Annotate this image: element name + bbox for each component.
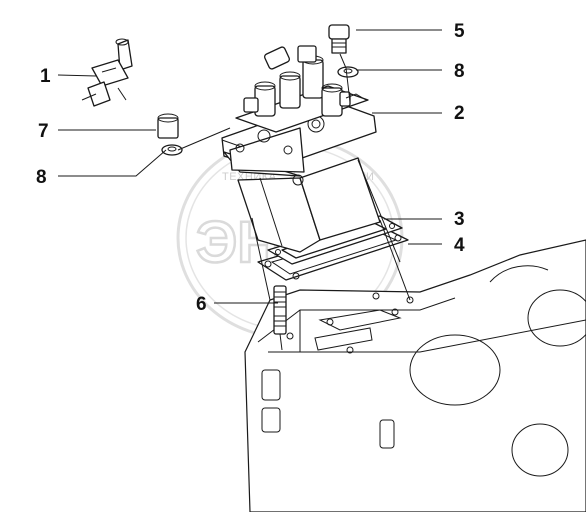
washer-part-8-lower xyxy=(161,144,183,156)
callout-8-upper: 8 xyxy=(454,61,465,82)
callout-8-lower: 8 xyxy=(36,167,47,188)
banjo-fitting-part-1 xyxy=(81,38,133,107)
injection-pump-part-2 xyxy=(221,45,381,253)
washer-part-8-upper xyxy=(337,66,359,78)
callout-2: 2 xyxy=(454,103,465,124)
callout-1: 1 xyxy=(40,66,51,87)
callout-4: 4 xyxy=(454,235,465,256)
cylinder-block xyxy=(244,239,586,512)
assembly-guide-lines xyxy=(177,53,411,301)
callout-leaders xyxy=(57,29,442,304)
nut-part-7 xyxy=(157,113,179,139)
bolt-part-5 xyxy=(328,24,350,54)
stud-part-6 xyxy=(273,285,287,351)
callout-6: 6 xyxy=(196,294,207,315)
callout-7: 7 xyxy=(38,121,49,142)
callout-5: 5 xyxy=(454,21,465,42)
callout-numbers: 1 2 3 4 5 6 7 8 8 xyxy=(36,21,465,315)
callout-3: 3 xyxy=(454,209,465,230)
